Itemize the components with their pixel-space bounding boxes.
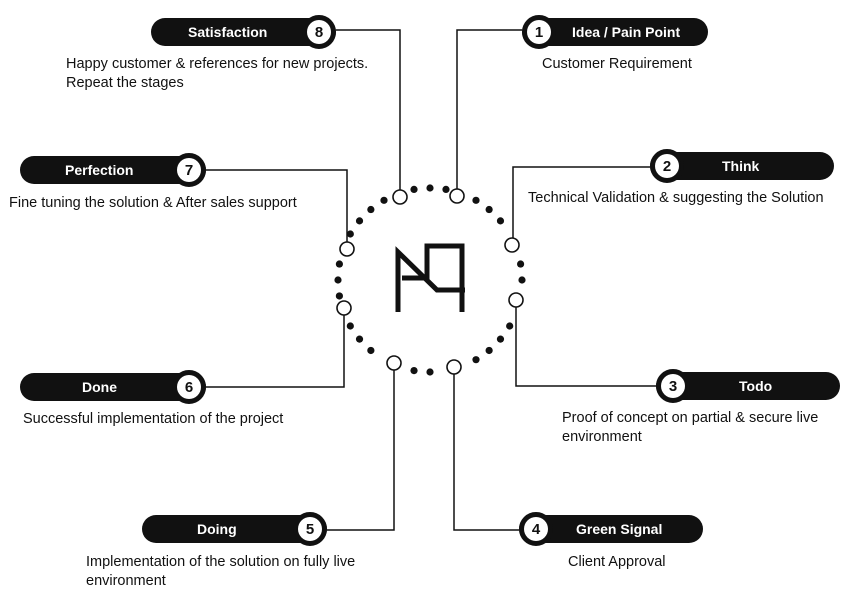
stage-6-number-badge: 6	[172, 370, 206, 404]
stage-2-number: 2	[655, 154, 679, 178]
stage-3-description: Proof of concept on partial & secure liv…	[562, 410, 819, 445]
ring-dot	[485, 346, 493, 355]
stage-3-pill: 3 Todo	[656, 369, 840, 403]
ring-dot	[517, 260, 525, 268]
stage-5-title: Doing	[197, 521, 237, 537]
stage-1-number: 1	[527, 20, 551, 44]
ring-dot	[335, 260, 343, 268]
anchor-circle-stage-2	[504, 237, 520, 253]
ring-dot	[496, 335, 505, 343]
stage-8-description: Happy customer & references for new proj…	[66, 56, 369, 91]
ring-dot	[367, 205, 375, 214]
anchor-circle-stage-6	[336, 300, 352, 316]
stage-7-number-badge: 7	[172, 153, 206, 187]
stage-1-pill: 1 Idea / Pain Point	[522, 15, 708, 49]
connector-line-stage-1	[456, 29, 522, 189]
stage-5-pill: Doing 5	[142, 512, 327, 546]
stage-4-number: 4	[524, 517, 548, 541]
stage-8-title: Satisfaction	[188, 24, 268, 40]
stage-6-pill: Done 6	[20, 370, 206, 404]
dotted-ring	[334, 184, 526, 376]
stage-4-title: Green Signal	[576, 521, 663, 537]
connector-lines	[206, 29, 656, 531]
connector-line-stage-7	[206, 169, 348, 242]
stage-8-number-badge: 8	[302, 15, 336, 49]
ring-dot	[334, 276, 342, 284]
stage-1-title: Idea / Pain Point	[572, 24, 681, 40]
connector-line-stage-8	[336, 29, 401, 190]
ring-dot	[518, 276, 526, 284]
ring-dot	[335, 292, 343, 300]
stage-8-number: 8	[307, 20, 331, 44]
ring-dot	[442, 185, 450, 193]
anchor-circle-stage-4	[446, 359, 462, 375]
ring-dot	[472, 356, 480, 364]
stage-4-pill: 4 Green Signal	[519, 512, 703, 546]
stage-1-description: Customer Requirement	[542, 56, 692, 72]
ring-dot	[410, 185, 418, 193]
stage-2-number-badge: 2	[650, 149, 684, 183]
connector-line-stage-4	[453, 374, 519, 531]
ring-dot	[426, 184, 434, 192]
ring-dot	[346, 230, 354, 238]
ring-dot	[496, 217, 505, 225]
ring-dot	[485, 205, 493, 214]
ring-dot	[355, 335, 364, 343]
stage-2-pill: 2 Think	[650, 149, 834, 183]
ring-dot	[472, 196, 480, 204]
ring-dot	[506, 322, 514, 330]
stage-3-number-badge: 3	[656, 369, 690, 403]
stage-6-title: Done	[82, 379, 117, 395]
ring-dot	[355, 217, 364, 225]
stage-1-number-badge: 1	[522, 15, 556, 49]
connector-line-stage-3	[515, 307, 656, 387]
anchor-circle-stage-1	[449, 188, 465, 204]
stage-7-description: Fine tuning the solution & After sales s…	[9, 195, 297, 211]
ring-dot	[380, 196, 388, 204]
ring-dot	[346, 322, 354, 330]
stage-5-description: Implementation of the solution on fully …	[86, 554, 356, 589]
anchor-circle-stage-5	[386, 355, 402, 371]
stage-2-description: Technical Validation & suggesting the So…	[528, 190, 824, 206]
anchor-circle-stage-8	[392, 189, 408, 205]
stage-3-number: 3	[661, 374, 685, 398]
stage-7-number: 7	[177, 158, 201, 182]
n-logo-icon	[395, 243, 465, 312]
stage-3-title: Todo	[739, 378, 773, 394]
stage-5-number: 5	[298, 517, 322, 541]
stage-6-number: 6	[177, 375, 201, 399]
connector-line-stage-5	[327, 370, 395, 531]
ring-dot	[410, 367, 418, 375]
connector-line-stage-2	[512, 166, 650, 238]
stage-6-description: Successful implementation of the project	[23, 411, 284, 427]
anchor-circle-stage-3	[508, 292, 524, 308]
stage-5-number-badge: 5	[293, 512, 327, 546]
stage-4-number-badge: 4	[519, 512, 553, 546]
ring-dot	[426, 368, 434, 376]
stage-8-pill: Satisfaction 8	[151, 15, 336, 49]
stage-4-description: Client Approval	[568, 554, 666, 570]
ring-dot	[367, 346, 375, 355]
stage-7-pill: Perfection 7	[20, 153, 206, 187]
connector-line-stage-6	[206, 315, 345, 388]
stage-2-title: Think	[722, 158, 760, 174]
anchor-circle-stage-7	[339, 241, 355, 257]
stage-7-title: Perfection	[65, 162, 134, 178]
